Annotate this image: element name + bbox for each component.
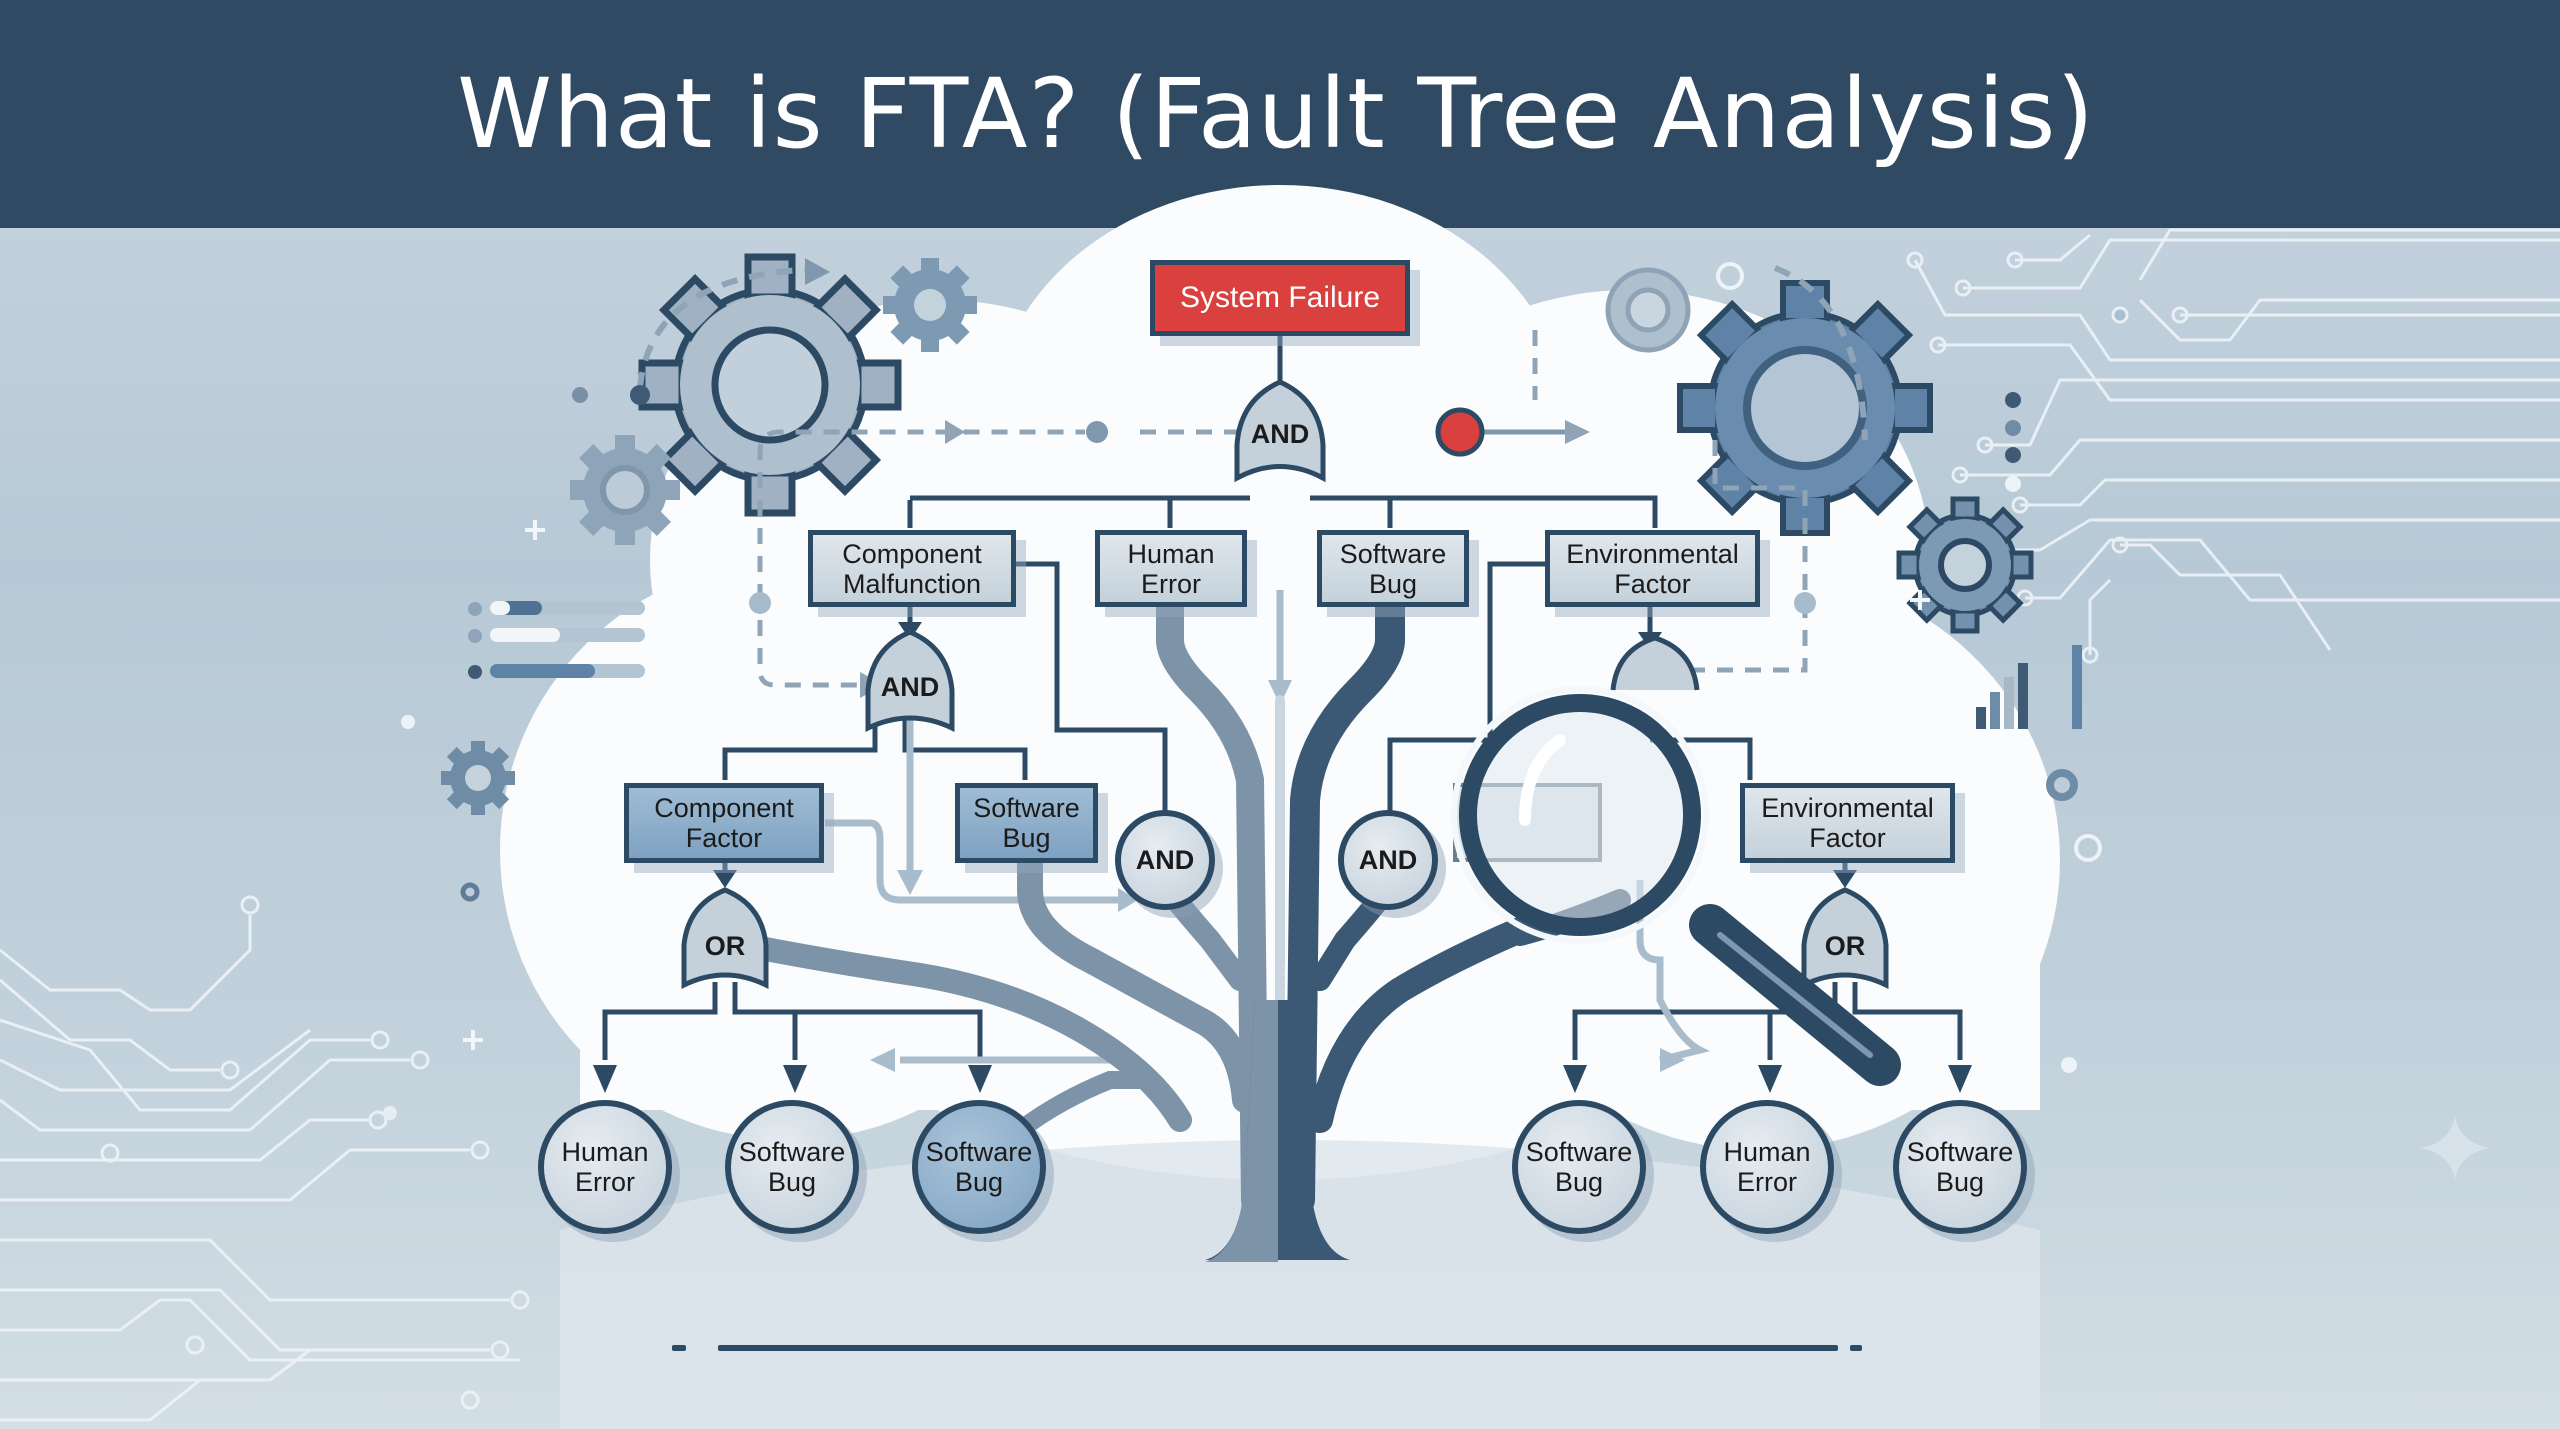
dot-icon <box>383 1106 397 1120</box>
dot-icon <box>1086 421 1108 443</box>
sparkle-icon <box>2420 1116 2490 1180</box>
dot-icon <box>2005 392 2021 408</box>
gate-label: OR <box>704 931 746 961</box>
and-gate-circle[interactable]: AND <box>1115 810 1215 910</box>
ground-line <box>672 1345 1862 1351</box>
and-gate <box>1234 379 1326 483</box>
top-event-system-failure[interactable]: System Failure <box>1150 260 1410 336</box>
or-gate <box>1801 887 1889 989</box>
gear-icon <box>1605 267 1691 353</box>
arrow-icon <box>805 258 830 285</box>
red-indicator-icon <box>1435 407 1485 457</box>
gear-icon <box>570 435 680 545</box>
and-gate-circle[interactable]: AND <box>1338 810 1438 910</box>
tree-icon <box>733 590 1631 1262</box>
dot-icon <box>572 387 588 403</box>
dashed-arc-left <box>637 267 815 389</box>
bar-chart-icon <box>1976 645 2082 729</box>
dot-icon <box>2061 1057 2077 1073</box>
ring-icon <box>460 882 480 902</box>
dashed-connectors <box>757 330 1808 688</box>
magnifier-icon <box>1451 686 1901 1086</box>
dot-icon <box>2005 447 2021 463</box>
and-gate <box>865 629 955 732</box>
gear-icon <box>883 258 977 352</box>
gate-label: AND <box>1358 845 1418 875</box>
dot-icon <box>1794 592 1816 614</box>
ring-icon <box>2046 769 2078 801</box>
gate-label: AND <box>1250 419 1310 449</box>
dot-icon <box>2005 476 2021 492</box>
dot-icon <box>2005 420 2021 436</box>
gear-icon <box>441 741 515 815</box>
page-title: What is FTA? (Fault Tree Analysis) <box>457 58 2095 170</box>
circuit-lines-right <box>1906 228 2560 664</box>
arrowheads-light <box>870 680 1685 1072</box>
plus-icon <box>463 520 1930 1050</box>
ring-icon <box>1716 262 1744 290</box>
gate-label: AND <box>1135 845 1195 875</box>
node-label: System Failure <box>1179 281 1381 314</box>
gate-label: OR <box>1824 931 1866 961</box>
and-gate-partial <box>1610 635 1700 691</box>
gear-icon <box>638 253 902 517</box>
ring-icon <box>2074 834 2102 862</box>
dot-icon <box>401 715 415 729</box>
dot-icon <box>630 385 650 405</box>
progress-bars <box>468 601 645 679</box>
gate-label: AND <box>880 672 940 702</box>
dashed-arc-right <box>1773 265 1868 441</box>
dot-icon <box>749 592 771 614</box>
gear-icon <box>1896 496 2034 634</box>
gear-icon <box>1677 280 1933 536</box>
circuit-lines-left <box>0 895 530 1422</box>
or-gate <box>681 887 769 989</box>
